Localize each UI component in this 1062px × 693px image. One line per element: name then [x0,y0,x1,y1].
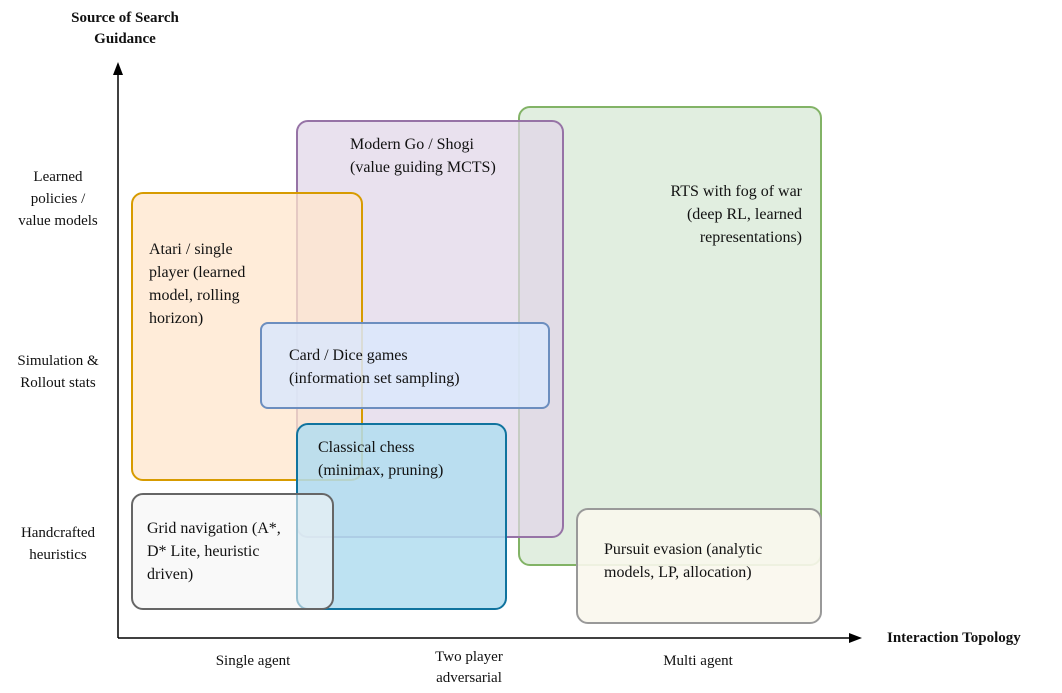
y-tick-learned: Learned policies / value models [18,169,98,229]
region-pursuit [576,508,822,624]
region-grid-nav [131,493,334,610]
region-label-go-shogi: Modern Go / Shogi (value guiding MCTS) [350,136,496,176]
x-axis-arrowhead [849,633,862,643]
y-axis-title: Source of Search Guidance [71,10,179,47]
region-label-chess: Classical chess (minimax, pruning) [318,439,444,479]
x-tick-two-player: Two player adversarial [435,649,503,686]
region-label-atari: Atari / single player (learned model, ro… [149,241,246,327]
x-tick-single: Single agent [215,653,291,669]
region-label-pursuit: Pursuit evasion (analytic models, LP, al… [604,541,763,581]
region-rts [518,106,822,566]
region-label-rts: RTS with fog of war (deep RL, learned re… [670,183,802,246]
x-axis-title: Interaction Topology [887,630,1021,646]
y-tick-simulation: Simulation & Rollout stats [17,353,99,391]
y-axis-arrowhead [113,62,123,75]
y-tick-handcrafted: Handcrafted heuristics [20,525,96,563]
region-label-grid-nav: Grid navigation (A*, D* Lite, heuristic … [147,520,281,583]
region-label-card-dice: Card / Dice games (information set sampl… [289,347,460,387]
x-tick-multi: Multi agent [663,653,733,669]
region-card-dice [260,322,550,409]
